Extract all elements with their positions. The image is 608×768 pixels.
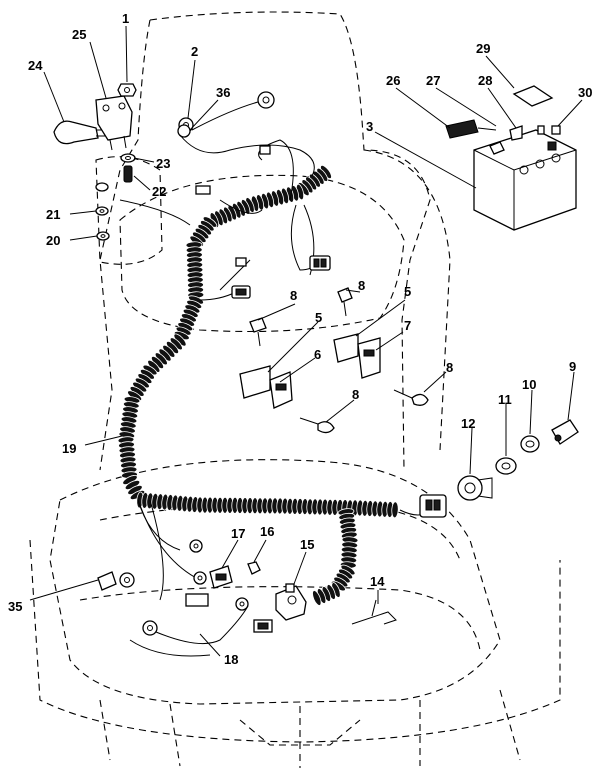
callout-21: 21	[46, 207, 60, 222]
callout-6: 6	[314, 347, 321, 362]
callout-29: 29	[476, 41, 490, 56]
screw-icon	[123, 165, 133, 183]
callout-11: 11	[498, 392, 512, 407]
relay-connector-icon	[185, 561, 273, 633]
callout-7: 7	[404, 318, 411, 333]
callout-leader-lines	[29, 25, 583, 657]
callout-14: 14	[370, 574, 385, 589]
callout-5b: 5	[404, 284, 411, 299]
callout-20: 20	[46, 233, 60, 248]
key-switch-assembly-icon	[419, 419, 579, 518]
harness-connector-icon	[195, 185, 331, 299]
starter-solenoid-icon	[275, 583, 307, 621]
harness-coil-loop	[391, 501, 399, 519]
callout-16: 16	[260, 524, 274, 539]
callout-2: 2	[191, 44, 198, 59]
callout-17: 17	[231, 526, 245, 541]
callout-10: 10	[522, 377, 536, 392]
callout-8c: 8	[446, 360, 453, 375]
bolt-icon	[249, 287, 429, 434]
callout-15: 15	[300, 537, 314, 552]
coiled-wiring-harness	[117, 164, 399, 606]
safety-switch-icon	[239, 333, 381, 409]
ring-terminal-lower-icon	[97, 539, 249, 657]
callout-18: 18	[224, 652, 238, 667]
callout-1: 1	[122, 11, 129, 26]
callout-9: 9	[569, 359, 576, 374]
callout-30: 30	[578, 85, 592, 100]
callout-8a: 8	[290, 288, 297, 303]
ring-terminal-top-icon	[177, 91, 315, 177]
nut-icon	[117, 83, 137, 97]
callout-35: 35	[8, 599, 22, 614]
battery-icon	[473, 129, 577, 231]
callout-24: 24	[28, 58, 43, 73]
callout-labels: 1 25 24 2 36 23 22 21 20 29 26 27 28 30 …	[8, 11, 592, 667]
callout-8b: 8	[358, 278, 365, 293]
harness-coil-loop	[312, 590, 322, 606]
callout-28: 28	[478, 73, 492, 88]
mount-washer-icon	[95, 182, 110, 241]
callout-26: 26	[386, 73, 400, 88]
callout-8d: 8	[352, 387, 359, 402]
washer-icon	[120, 153, 136, 163]
callout-5a: 5	[315, 310, 322, 325]
callout-36: 36	[216, 85, 230, 100]
battery-hardware-icon	[445, 85, 561, 141]
ignition-key-icon	[53, 120, 107, 145]
callout-12: 12	[461, 416, 475, 431]
callout-27: 27	[426, 73, 440, 88]
ignition-switch-icon	[95, 95, 133, 151]
callout-22: 22	[152, 184, 166, 199]
callout-23: 23	[156, 156, 170, 171]
callout-19: 19	[62, 441, 76, 456]
wire-clip-icon	[351, 599, 397, 625]
callout-3: 3	[366, 119, 373, 134]
harness-branch-wires	[119, 139, 433, 601]
callout-25: 25	[72, 27, 86, 42]
